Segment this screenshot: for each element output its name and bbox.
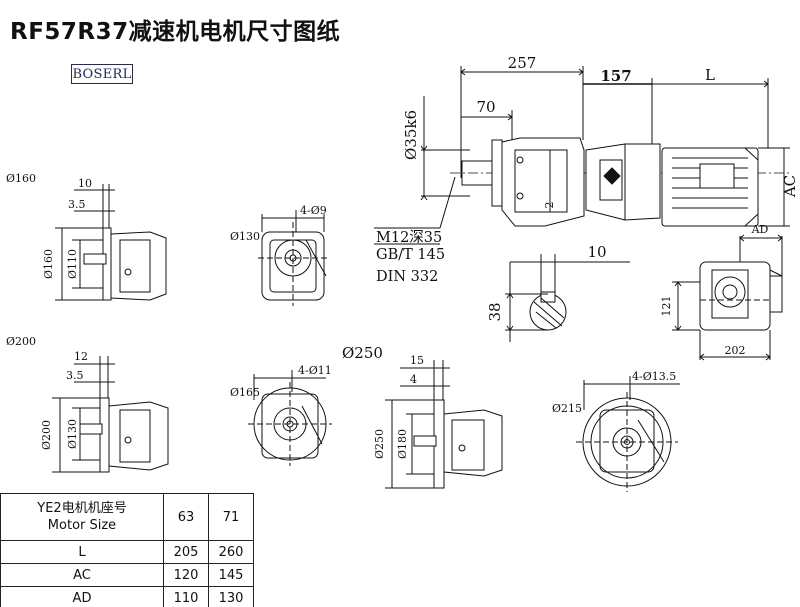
flange-200-front-view (248, 370, 332, 466)
flange-250-pcd: Ø215 (552, 402, 582, 415)
header-chinese: YE2电机机座号 (37, 501, 127, 516)
dim-key-height: 38 (486, 302, 504, 321)
row-label: L (0, 540, 164, 564)
flange-160-inner-diameter: Ø110 (66, 249, 79, 279)
row-value: 110 (163, 586, 209, 607)
flange-200-dim-3-5: 3.5 (66, 369, 84, 382)
flange-160-side-view (55, 184, 167, 301)
flange-200-dim-12: 12 (74, 350, 88, 363)
page-title: RF57R37减速机电机尺寸图纸 (10, 19, 341, 45)
table-row: AC 120 145 (0, 563, 254, 587)
dim-shaft-diameter: Ø35k6 (402, 110, 420, 160)
flange-250-holes: 4-Ø13.5 (632, 370, 676, 383)
flange-160-holes: 4-Ø9 (300, 204, 327, 217)
size-71: 71 (208, 493, 254, 541)
flange-160-front-view (258, 210, 328, 306)
flange-250-side-view (385, 360, 503, 489)
dim-257: 257 (508, 54, 537, 72)
flange-250-dim-15: 15 (410, 354, 424, 367)
flange-250-inner-diameter: Ø180 (396, 429, 409, 459)
flange-160-dim-10: 10 (78, 177, 92, 190)
table-row: AD 110 130 (0, 586, 254, 607)
flange-250-front-view (576, 376, 680, 492)
flange-200-pcd: Ø165 (230, 386, 260, 399)
flange-160-dim-3-5: 3.5 (68, 198, 86, 211)
row-value: 205 (163, 540, 209, 564)
dim-ac: AC (781, 175, 799, 198)
motor-end-view (672, 234, 783, 361)
flange-160-label: Ø160 (6, 172, 36, 185)
table-header-label: YE2电机机座号 Motor Size (0, 493, 164, 541)
dim-l: L (705, 66, 715, 84)
main-side-view (374, 66, 790, 245)
dim-ad: AD (751, 223, 769, 236)
center-hole-note-1: M12深35 (376, 229, 442, 246)
row-label: AD (0, 586, 164, 607)
flange-250-dim-4: 4 (410, 373, 417, 386)
dim-121: 121 (660, 296, 673, 317)
header-english: Motor Size (47, 518, 117, 533)
dim-2: 2 (543, 202, 556, 209)
dim-key-width: 10 (587, 243, 606, 261)
flange-200-outer-diameter: Ø200 (40, 420, 53, 450)
flange-200-label: Ø200 (6, 335, 36, 348)
table-row: L 205 260 (0, 540, 254, 564)
table-header-row: YE2电机机座号 Motor Size 63 71 (0, 493, 254, 541)
row-value: 130 (208, 586, 254, 607)
flange-160-outer-diameter: Ø160 (42, 249, 55, 279)
center-hole-note-2: GB/T 145 (376, 247, 445, 263)
flange-160-pcd: Ø130 (230, 230, 260, 243)
row-value: 120 (163, 563, 209, 587)
flange-200-holes: 4-Ø11 (298, 364, 332, 377)
key-section-view (505, 254, 630, 342)
row-value: 260 (208, 540, 254, 564)
motor-size-table: YE2电机机座号 Motor Size 63 71 L 205 260 AC 1… (0, 493, 254, 607)
dim-70: 70 (476, 98, 495, 116)
brand-logo: BOSERL (71, 64, 133, 84)
flange-200-side-view (52, 356, 169, 473)
flange-250-label: Ø250 (342, 344, 383, 362)
row-label: AC (0, 563, 164, 587)
flange-200-inner-diameter: Ø130 (66, 419, 79, 449)
dim-202: 202 (725, 344, 746, 357)
dim-157: 157 (600, 67, 631, 85)
row-value: 145 (208, 563, 254, 587)
flange-250-outer-diameter: Ø250 (373, 429, 386, 459)
center-hole-note-3: DIN 332 (376, 269, 438, 285)
size-63: 63 (163, 493, 209, 541)
